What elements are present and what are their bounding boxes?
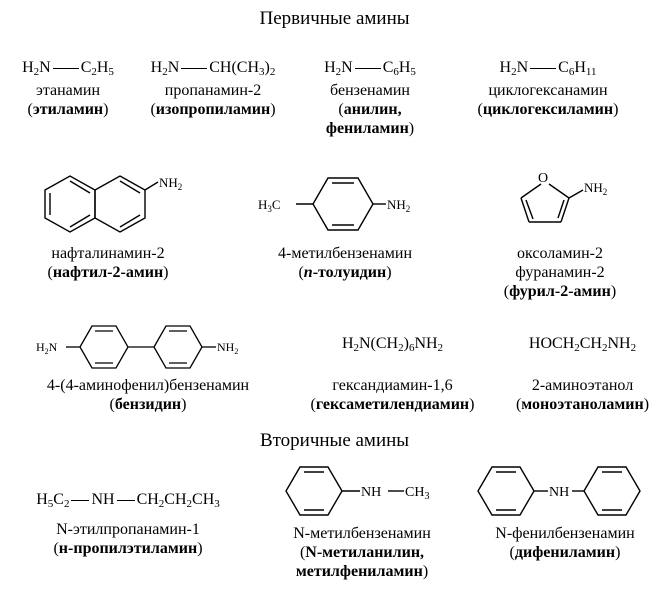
right-amino-label: NH2 [217,340,238,356]
trivial-name: (бензидин) [109,396,187,413]
benzidine-structure: H2N NH2 [36,325,238,369]
amine-naphthalenamine: нафталинамин-2 (нафтил-2-амин) [8,244,208,282]
amine-aminoethanol: 2-аминоэтанол (моноэтаноламин) [500,376,665,414]
aminoethanol-formula: HOCH2CH2NH2 [528,335,637,354]
trivial-name: (анилин, [338,101,402,118]
amine-phenylbenzenamine: N-фенилбензенамин (дифениламин) [470,524,660,562]
amino-group-label: NH2 [159,175,182,192]
systematic-name: N-метилбензенамин [293,525,431,542]
methylaniline-structure: NH CH3 [285,466,429,516]
trivial-name: (N-метиланилин, [299,544,425,561]
amine-benzidine: 4-(4-аминофенил)бензенамин (бензидин) [8,376,288,414]
systematic-name: 4-(4-аминофенил)бензенамин [46,377,250,394]
amine-methylbenzenamine-n: N-метилбензенамин (N-метиланилин, метилф… [262,524,462,581]
trivial-name: (дифениламин) [509,544,621,561]
systematic-name-2: фуранамин-2 [515,264,605,281]
nh-label: NH [549,485,569,500]
trivial-name-2: метилфениламин) [295,563,429,580]
trivial-name: (этиламин) [27,101,109,118]
trivial-name: (гексаметилендиамин) [310,396,475,413]
trivial-name: (моноэтаноламин) [515,396,650,413]
amine-furanamine: оксоламин-2 фуранамин-2 (фурил-2-амин) [465,244,655,301]
systematic-name: оксоламин-2 [517,245,603,262]
systematic-name: N-фенилбензенамин [495,525,635,542]
toluidine-structure: H3C NH2 [258,177,410,231]
systematic-name: нафталинамин-2 [51,245,165,262]
methyl-label: CH3 [405,485,429,502]
amine-ethylpropanamine: N-этилпропанамин-1 (н-пропилэтиламин) [8,520,248,558]
diphenylamine-structure: NH [477,466,641,516]
trivial-name: (нафтил-2-амин) [47,264,169,281]
hexanediamine-formula: H2N(CH2)6NH2 [341,335,444,354]
amino-group-label: NH2 [584,180,607,197]
amine-methylbenzenamine: 4-метилбензенамин (п-толуидин) [240,244,450,282]
trivial-name: (фурил-2-амин) [503,283,617,300]
systematic-name: этанамин [35,82,101,99]
trivial-name: (циклогексиламин) [477,101,619,118]
trivial-name: (изопропиламин) [150,101,276,118]
methyl-group-label: H3C [258,197,281,214]
naphthalenamine-structure: NH2 [44,175,182,233]
systematic-name: гександиамин-1,6 [332,377,453,394]
systematic-name: 4-метилбензенамин [277,245,413,262]
trivial-name: (п-толуидин) [298,264,392,281]
amine-hexanediamine: гександиамин-1,6 (гексаметилендиамин) [290,376,495,414]
trivial-name-2: фениламин) [325,120,415,137]
systematic-name: 2-аминоэтанол [531,377,634,394]
amino-group-label: NH2 [387,197,410,214]
systematic-name: бензенамин [330,82,410,99]
heading-secondary-amines: Вторичные амины [259,430,410,451]
systematic-name: циклогексанамин [488,82,608,99]
left-amino-label: H2N [36,340,58,356]
nh-label: NH [361,485,381,500]
furanamine-structure: O NH2 [520,171,607,223]
systematic-name: пропанамин-2 [164,82,262,99]
systematic-name: N-этилпропанамин-1 [56,521,200,538]
heading-primary-amines: Первичные амины [259,8,410,29]
trivial-name: (н-пропилэтиламин) [53,540,203,557]
oxygen-label: O [538,171,548,186]
